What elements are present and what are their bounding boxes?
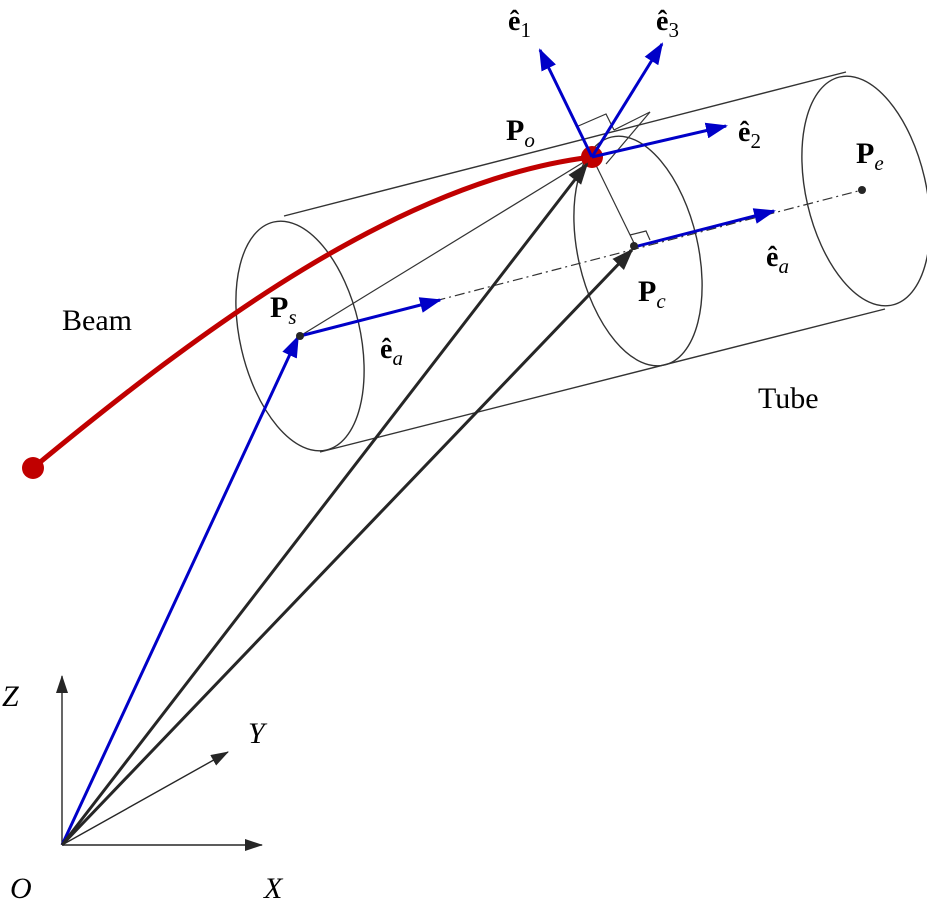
label-po: Po [506,114,535,152]
label-ea-left: êa [380,334,403,370]
vector-e2 [591,122,728,159]
vector-origin-to-ps [60,335,300,846]
label-e1: ê1 [508,6,531,42]
beam-start-node [22,457,44,479]
tube-label: Tube [758,382,819,415]
tube-end-ellipse-right [801,75,927,307]
global-axes [56,675,263,851]
label-axis-y: Y [248,717,268,750]
label-ps: Ps [270,291,297,329]
point-pe-dot [858,186,866,194]
vector-ea-at-ps [299,297,442,338]
label-axis-z: Z [2,680,19,713]
point-ps-dot [296,332,304,340]
tube-bottom-edge [319,308,886,453]
y-axis [61,751,229,846]
tube-mid-ellipse [573,135,703,367]
label-e2: ê2 [738,117,761,153]
unit-vectors [299,42,776,338]
vector-e1 [538,48,594,158]
label-pc: Pc [638,275,666,313]
tube-top-edge [283,71,847,217]
vector-origin-to-po [60,162,589,846]
vector-origin-to-pc [60,248,634,847]
vector-e3 [590,42,664,158]
label-pe: Pe [856,137,884,175]
beam-curve [31,154,593,470]
label-axis-x: X [263,872,284,905]
label-origin: O [10,872,32,905]
label-ea-right: êa [766,242,789,278]
tube [235,71,927,453]
beam-label: Beam [62,304,132,337]
label-e3: ê3 [656,6,679,42]
vector-ea-at-pc [633,208,776,249]
point-pc-dot [630,242,638,250]
construction-lines [299,111,651,337]
position-vectors [60,162,634,847]
